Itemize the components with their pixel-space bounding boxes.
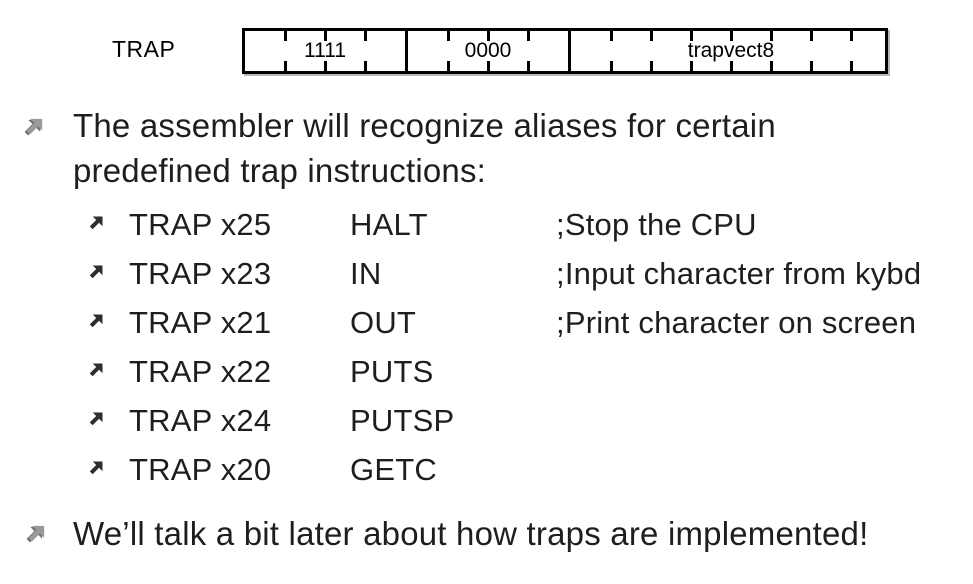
bit-tick (323, 31, 327, 71)
bit-tick (849, 31, 853, 71)
bit-tick (283, 31, 287, 71)
intro-bullet-text: The assembler will recognize aliases for… (73, 103, 776, 193)
trap-comment: ;Print character on screen (556, 305, 917, 340)
bullet-arrow-icon (86, 215, 104, 233)
trap-alias-row: TRAP x25 HALT ;Stop the CPU (0, 200, 973, 249)
bit-tick (729, 31, 733, 71)
trap-comment: ;Input character from kybd (556, 256, 922, 291)
trap-instruction: TRAP x25 (129, 207, 272, 242)
trap-alias: PUTS (350, 354, 434, 389)
trap-comment: ;Stop the CPU (556, 207, 757, 242)
trapvect8-field: trapvect8 (568, 31, 891, 71)
bullet-arrow-icon (22, 117, 44, 139)
bit-tick (809, 31, 813, 71)
trap-alias: GETC (350, 452, 437, 487)
bit-tick (526, 31, 530, 71)
trap-alias: PUTSP (350, 403, 455, 438)
trap-alias-row: TRAP x20 GETC (0, 445, 973, 494)
bullet-arrow-icon (24, 524, 46, 546)
bullet-arrow-icon (86, 362, 104, 380)
instruction-name-label: TRAP (112, 36, 176, 62)
outro-bullet-text: We’ll talk a bit later about how traps a… (73, 515, 869, 552)
trap-alias-row: TRAP x23 IN ;Input character from kybd (0, 249, 973, 298)
trap-alias: OUT (350, 305, 417, 340)
bullet-arrow-icon (86, 411, 104, 429)
instruction-format-diagram: 1111 0000 trapvect8 (242, 28, 888, 74)
bit-tick (649, 31, 653, 71)
intro-line-1: The assembler will recognize aliases for… (73, 107, 776, 144)
trap-instruction: TRAP x22 (129, 354, 272, 389)
bit-tick (769, 31, 773, 71)
trap-alias: IN (350, 256, 382, 291)
intro-line-2: predefined trap instructions: (73, 152, 487, 189)
trap-instruction: TRAP x21 (129, 305, 272, 340)
trap-alias: HALT (350, 207, 428, 242)
trap-alias-row: TRAP x24 PUTSP (0, 396, 973, 445)
bit-tick (446, 31, 450, 71)
opcode-field: 1111 (245, 31, 405, 71)
bullet-arrow-icon (86, 264, 104, 282)
trap-instruction: TRAP x20 (129, 452, 272, 487)
bit-tick (363, 31, 367, 71)
trap-instruction: TRAP x23 (129, 256, 272, 291)
trap-alias-row: TRAP x21 OUT ;Print character on screen (0, 298, 973, 347)
bit-tick (486, 31, 490, 71)
bullet-arrow-icon (86, 460, 104, 478)
zero-field: 0000 (405, 31, 568, 71)
bit-tick (609, 31, 613, 71)
bullet-arrow-icon (86, 313, 104, 331)
trap-alias-list: TRAP x25 HALT ;Stop the CPU TRAP x23 IN … (0, 200, 973, 494)
bit-tick (689, 31, 693, 71)
trap-alias-row: TRAP x22 PUTS (0, 347, 973, 396)
trap-instruction: TRAP x24 (129, 403, 272, 438)
